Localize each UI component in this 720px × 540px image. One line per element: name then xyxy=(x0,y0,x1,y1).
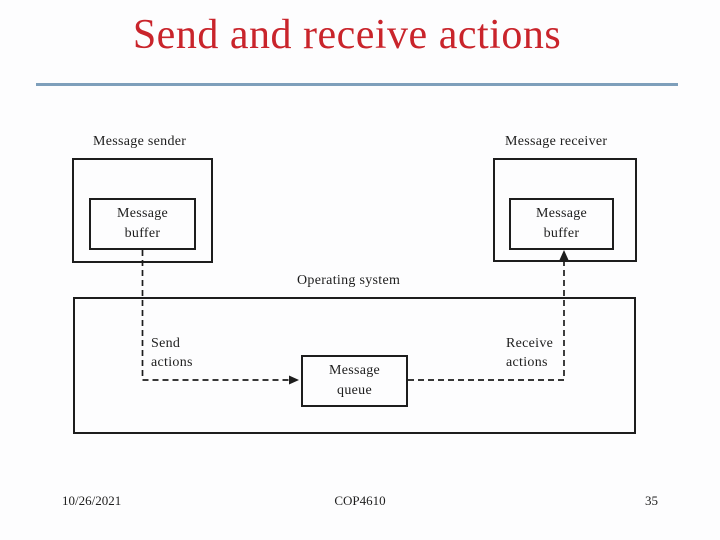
title-divider xyxy=(36,83,678,86)
message-receiver-label: Message receiver xyxy=(505,134,608,149)
footer-date: 10/26/2021 xyxy=(62,493,122,508)
receiver-message-buffer-box: Message buffer xyxy=(509,198,614,250)
footer-course-code: COP4610 xyxy=(334,493,386,508)
send-actions-label: Send actions xyxy=(151,336,193,370)
receiver-message-buffer-label: Message buffer xyxy=(535,206,588,241)
page-title: Send and receive actions xyxy=(132,12,562,58)
operating-system-label: Operating system xyxy=(297,273,401,288)
sender-message-buffer-label: Message buffer xyxy=(116,206,169,241)
operating-system-box xyxy=(73,297,636,434)
message-receiver-box xyxy=(493,158,637,262)
receive-actions-label: Receive actions xyxy=(506,336,554,370)
message-sender-label: Message sender xyxy=(93,134,187,149)
sender-message-buffer-box: Message buffer xyxy=(89,198,196,250)
footer-page-number: 35 xyxy=(645,493,658,508)
message-queue-box: Message queue xyxy=(301,355,408,407)
message-queue-label: Message queue xyxy=(328,363,381,398)
